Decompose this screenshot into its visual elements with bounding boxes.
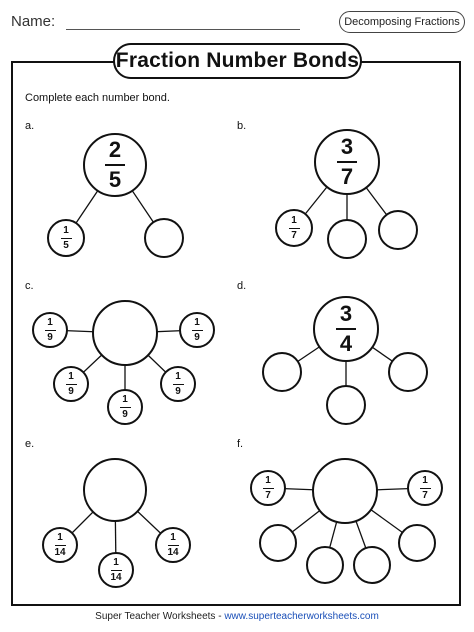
fraction-numerator: 1: [63, 224, 69, 236]
part-circle-f-3-blank[interactable]: [259, 524, 297, 562]
fraction-numerator: 1: [47, 316, 53, 328]
fraction-bar: [65, 383, 77, 385]
whole-circle-c-blank[interactable]: [92, 300, 158, 366]
fraction-bar: [44, 329, 56, 331]
part-circle-b-2-blank[interactable]: [327, 219, 367, 259]
fraction-numerator: 3: [339, 301, 353, 326]
fraction-denominator: 14: [54, 546, 66, 558]
footer: Super Teacher Worksheets - www.superteac…: [0, 611, 474, 622]
problem-label-f: f.: [237, 438, 244, 450]
fraction-numerator: 1: [194, 316, 200, 328]
fraction-denominator: 4: [339, 331, 353, 356]
fraction-bar: [288, 227, 300, 229]
name-line: [66, 29, 300, 30]
fraction-denominator: 9: [175, 385, 181, 397]
fraction-bar: [60, 237, 72, 239]
fraction-bar: [191, 329, 203, 331]
fraction-denominator: 5: [108, 167, 122, 192]
fraction-numerator: 1: [175, 370, 181, 382]
fraction-denominator: 7: [422, 489, 428, 501]
instructions: Complete each number bond.: [25, 92, 170, 104]
problem-label-c: c.: [25, 280, 34, 292]
fraction-bar: [119, 406, 131, 408]
fraction-bar: [262, 487, 274, 489]
footer-url[interactable]: www.superteacherworksheets.com: [224, 611, 379, 622]
fraction-denominator: 9: [47, 331, 53, 343]
fraction-bar: [172, 383, 184, 385]
fraction-numerator: 1: [57, 531, 63, 543]
fraction-denominator: 14: [167, 546, 179, 558]
fraction-denominator: 14: [110, 571, 122, 583]
part-circle-d-2-blank[interactable]: [326, 385, 366, 425]
problem-label-e: e.: [25, 438, 35, 450]
topic-badge: Decomposing Fractions: [339, 11, 465, 33]
fraction-denominator: 7: [291, 229, 297, 241]
fraction-bar: [105, 164, 125, 166]
part-circle-b-3-blank[interactable]: [378, 210, 418, 250]
whole-circle-f-blank[interactable]: [312, 458, 378, 524]
page-title: Fraction Number Bonds: [113, 43, 362, 79]
part-circle-f-4-blank[interactable]: [306, 546, 344, 584]
fraction-denominator: 9: [68, 385, 74, 397]
fraction-bar: [419, 487, 431, 489]
fraction-numerator: 3: [340, 134, 354, 159]
fraction-numerator: 1: [291, 214, 297, 226]
footer-separator: -: [218, 611, 222, 622]
fraction-bar: [54, 544, 66, 546]
fraction-denominator: 7: [340, 164, 354, 189]
fraction-numerator: 1: [422, 474, 428, 486]
problem-label-a: a.: [25, 120, 35, 132]
fraction-bar: [110, 569, 122, 571]
part-circle-d-3-blank[interactable]: [388, 352, 428, 392]
problem-label-b: b.: [237, 120, 247, 132]
fraction-numerator: 1: [170, 531, 176, 543]
part-circle-f-5-blank[interactable]: [353, 546, 391, 584]
fraction-numerator: 1: [68, 370, 74, 382]
fraction-bar: [336, 328, 356, 330]
fraction-denominator: 5: [63, 239, 69, 251]
fraction-bar: [167, 544, 179, 546]
part-circle-d-1-blank[interactable]: [262, 352, 302, 392]
whole-circle-e-blank[interactable]: [83, 458, 147, 522]
part-circle-a-2-blank[interactable]: [144, 218, 184, 258]
fraction-numerator: 1: [113, 556, 119, 568]
part-circle-f-6-blank[interactable]: [398, 524, 436, 562]
fraction-bar: [337, 161, 357, 163]
problem-label-d: d.: [237, 280, 247, 292]
fraction-numerator: 2: [108, 137, 122, 162]
fraction-denominator: 9: [122, 408, 128, 420]
footer-brand: Super Teacher Worksheets: [95, 611, 216, 622]
fraction-denominator: 9: [194, 331, 200, 343]
name-label: Name:: [11, 13, 56, 30]
fraction-denominator: 7: [265, 489, 271, 501]
fraction-numerator: 1: [265, 474, 271, 486]
fraction-numerator: 1: [122, 393, 128, 405]
